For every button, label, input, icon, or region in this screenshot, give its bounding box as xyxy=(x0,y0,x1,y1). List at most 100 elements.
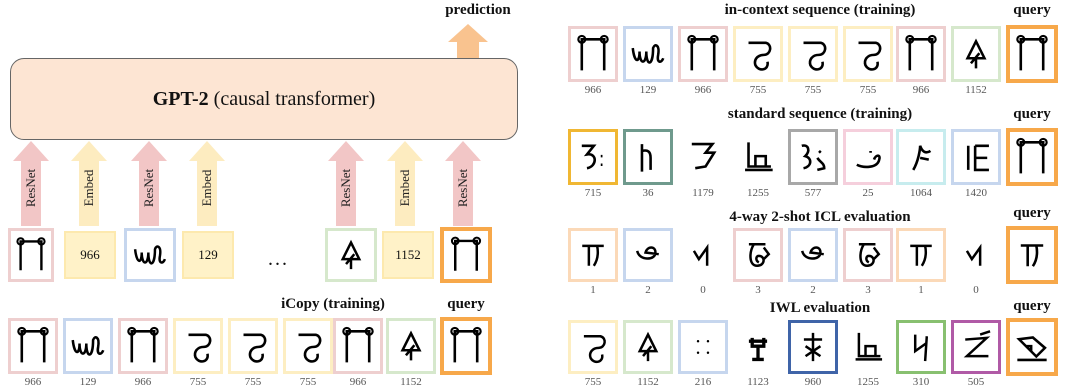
class-label: 1152 xyxy=(637,376,659,388)
class-label: 1 xyxy=(590,284,596,296)
prediction-label: prediction xyxy=(445,2,511,18)
query-label: query xyxy=(1013,2,1051,18)
class-label: 1152 xyxy=(400,376,422,388)
embed-label: Embed xyxy=(81,169,96,207)
character-tile xyxy=(788,320,838,374)
embed-token: 966 xyxy=(64,231,116,279)
class-label: 966 xyxy=(349,376,367,388)
character-tile xyxy=(678,129,728,185)
class-label: 505 xyxy=(967,376,985,388)
query-tile xyxy=(1006,226,1058,284)
class-label: 0 xyxy=(973,284,979,296)
character-tile xyxy=(623,129,673,185)
embed-token: 129 xyxy=(182,231,234,279)
class-label: 755 xyxy=(244,376,262,388)
embed-arrow xyxy=(71,141,107,226)
character-tile xyxy=(896,26,946,82)
class-label: 755 xyxy=(189,376,207,388)
query-tile xyxy=(1006,25,1058,83)
character-tile xyxy=(733,228,783,282)
class-label: 966 xyxy=(912,84,930,96)
model-description: (causal transformer) xyxy=(213,87,376,110)
class-label: 755 xyxy=(584,376,602,388)
character-tile xyxy=(623,26,673,82)
character-tile xyxy=(568,26,618,82)
resnet-label: ResNet xyxy=(23,168,38,208)
query-tile xyxy=(440,227,492,283)
character-tile xyxy=(733,320,783,374)
character-tile xyxy=(568,320,618,374)
class-label: 966 xyxy=(134,376,152,388)
class-label: 2 xyxy=(810,284,816,296)
resnet-arrow xyxy=(13,141,49,226)
character-tile xyxy=(951,26,1001,82)
query-tile xyxy=(1006,128,1058,186)
character-tile xyxy=(283,318,333,374)
embed-arrow xyxy=(387,141,423,226)
character-tile xyxy=(228,318,278,374)
resnet-label: ResNet xyxy=(455,168,470,208)
model-name: GPT-2 xyxy=(152,87,209,110)
character-tile xyxy=(843,129,893,185)
character-tile xyxy=(896,320,946,374)
query-label: query xyxy=(1013,205,1051,221)
resnet-arrow xyxy=(131,141,167,226)
character-tile xyxy=(896,228,946,282)
class-label: 2 xyxy=(645,284,651,296)
class-label: 0 xyxy=(700,284,706,296)
character-tile xyxy=(733,26,783,82)
character-tile xyxy=(124,228,176,282)
character-tile xyxy=(325,228,377,282)
character-tile xyxy=(173,318,223,374)
class-label: 755 xyxy=(749,84,767,96)
character-tile xyxy=(678,320,728,374)
character-tile xyxy=(843,320,893,374)
query-label: query xyxy=(1013,298,1051,314)
query-tile xyxy=(440,317,492,375)
prediction-arrow xyxy=(448,24,488,60)
character-tile xyxy=(63,318,113,374)
class-label: 1420 xyxy=(965,187,987,199)
character-tile xyxy=(678,26,728,82)
class-label: 129 xyxy=(639,84,657,96)
class-label: 577 xyxy=(804,187,822,199)
class-label: 966 xyxy=(24,376,42,388)
class-label: 755 xyxy=(859,84,877,96)
class-label: 755 xyxy=(299,376,317,388)
character-tile xyxy=(843,26,893,82)
character-tile xyxy=(733,129,783,185)
character-tile xyxy=(788,228,838,282)
character-tile xyxy=(896,129,946,185)
class-label: 36 xyxy=(642,187,654,199)
class-label: 966 xyxy=(694,84,712,96)
class-label: 1179 xyxy=(692,187,714,199)
icopy-query-label: query xyxy=(447,296,485,312)
section-title: IWL evaluation xyxy=(769,300,871,316)
resnet-label: ResNet xyxy=(141,168,156,208)
class-label: 1 xyxy=(918,284,924,296)
resnet-arrow xyxy=(328,141,364,226)
character-tile xyxy=(623,228,673,282)
embed-label: Embed xyxy=(199,169,214,207)
section-title: standard sequence (training) xyxy=(727,106,913,122)
class-label: 1123 xyxy=(747,376,769,388)
class-label: 1255 xyxy=(747,187,769,199)
class-label: 3 xyxy=(755,284,761,296)
resnet-label: ResNet xyxy=(338,168,353,208)
class-label: 129 xyxy=(79,376,97,388)
class-label: 310 xyxy=(912,376,930,388)
query-tile xyxy=(1006,318,1058,376)
class-label: 1064 xyxy=(910,187,932,199)
class-label: 3 xyxy=(865,284,871,296)
section-title: in-context sequence (training) xyxy=(724,2,916,18)
character-tile xyxy=(8,318,58,374)
character-tile xyxy=(386,318,436,374)
class-label: 1152 xyxy=(965,84,987,96)
character-tile xyxy=(678,228,728,282)
character-tile xyxy=(568,129,618,185)
class-label: 715 xyxy=(584,187,602,199)
icopy-header: iCopy (training) xyxy=(281,296,385,312)
character-tile xyxy=(333,318,383,374)
character-tile xyxy=(951,129,1001,185)
character-tile xyxy=(843,228,893,282)
